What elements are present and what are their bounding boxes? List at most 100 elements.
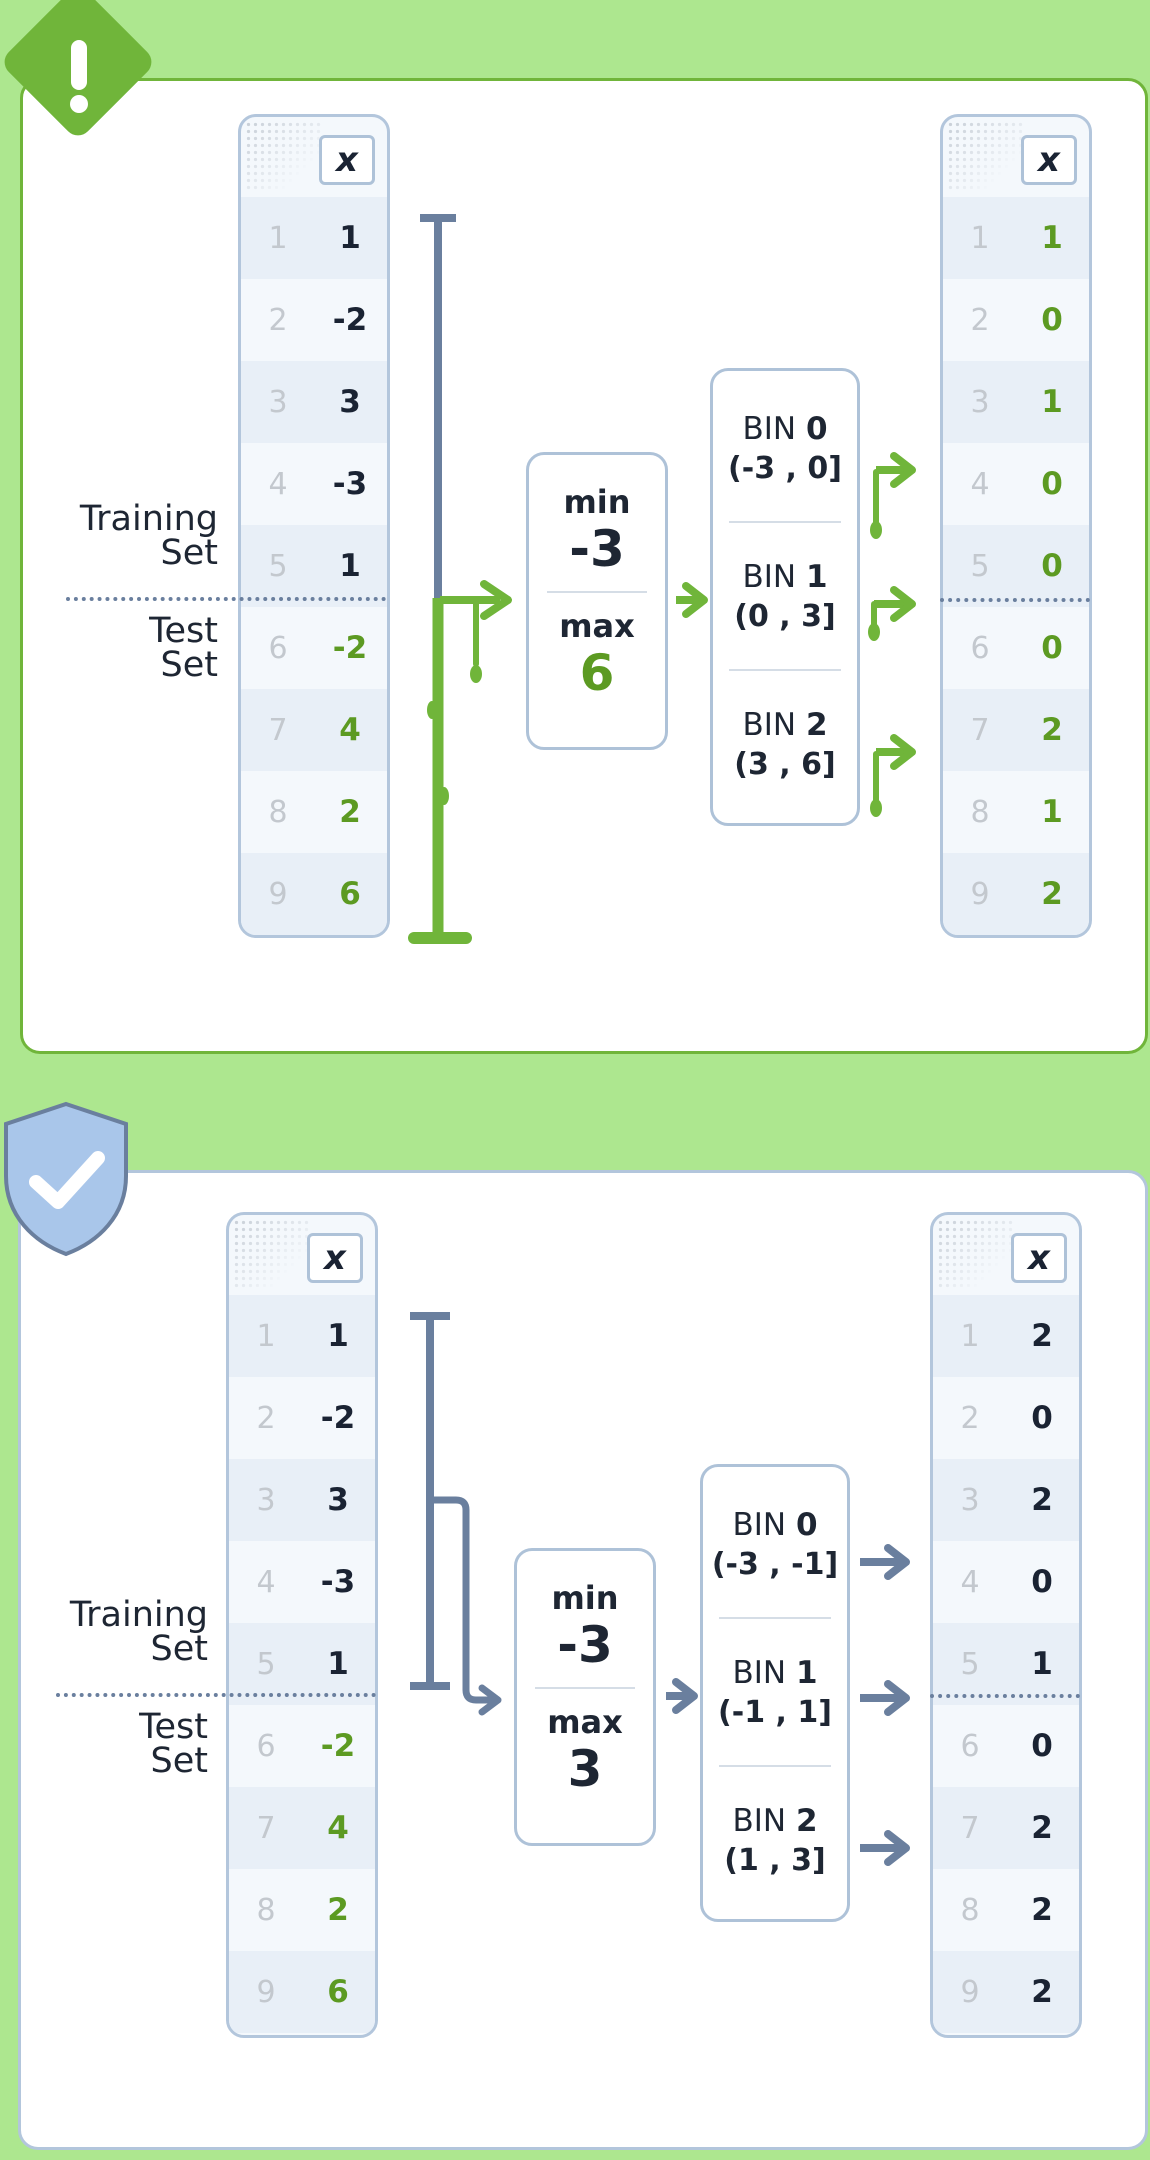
row-value: 4 xyxy=(327,1810,349,1846)
row-value: 2 xyxy=(1041,876,1063,912)
column-header: x xyxy=(1011,1233,1067,1283)
minmax-divider xyxy=(535,1687,635,1689)
test-set-label: Test Set xyxy=(149,614,218,685)
row-value: 0 xyxy=(1031,1564,1053,1600)
row-index: 4 xyxy=(256,1564,276,1600)
bottom-bins-box: BIN 0 (-3 , -1] BIN 1 (-1 , 1] BIN 2 (1 … xyxy=(700,1464,850,1922)
row-index: 6 xyxy=(268,630,288,666)
bin-word: BIN xyxy=(742,558,797,595)
output-divider xyxy=(930,1694,1080,1698)
bin-1: BIN 1 (0 , 3] xyxy=(713,523,857,669)
bottom-minmax-box: min -3 max 3 xyxy=(514,1548,656,1846)
bin-word: BIN xyxy=(742,410,797,447)
bin-index: 2 xyxy=(795,1802,818,1839)
row-value: 2 xyxy=(1031,1318,1053,1354)
row-value: 3 xyxy=(327,1482,349,1518)
bin-word: BIN xyxy=(732,1802,787,1839)
max-value: 3 xyxy=(567,1740,603,1798)
max-label: max xyxy=(547,1703,623,1741)
dot-pattern xyxy=(245,121,321,191)
bin-0: BIN 0 (-3 , 0] xyxy=(713,375,857,521)
bin-title: BIN 1 xyxy=(713,559,857,595)
row-value: 2 xyxy=(1041,712,1063,748)
row-value: 6 xyxy=(339,876,361,912)
row-index: 3 xyxy=(256,1482,276,1518)
bin-range: (3 , 6] xyxy=(734,746,836,782)
row-index: 5 xyxy=(268,548,288,584)
row-index: 2 xyxy=(970,302,990,338)
row-value: 0 xyxy=(1031,1728,1053,1764)
dot-pattern xyxy=(937,1219,1013,1289)
bin-index: 0 xyxy=(805,410,828,447)
row-value: 0 xyxy=(1041,466,1063,502)
row-index: 2 xyxy=(268,302,288,338)
table-row: 2-2 xyxy=(241,279,387,361)
row-index: 9 xyxy=(970,876,990,912)
bin-title: BIN 2 xyxy=(703,1803,847,1839)
training-set-label: Training Set xyxy=(70,1598,208,1669)
row-value: 2 xyxy=(1031,1810,1053,1846)
test-set-label: Test Set xyxy=(139,1707,208,1779)
row-value: 0 xyxy=(1041,548,1063,584)
row-value: 2 xyxy=(1031,1482,1053,1518)
row-index: 1 xyxy=(256,1318,276,1354)
row-value: 2 xyxy=(1031,1892,1053,1928)
row-value: 1 xyxy=(1041,384,1063,420)
bin-divider xyxy=(719,1617,831,1619)
row-index: 1 xyxy=(960,1318,980,1354)
bin-word: BIN xyxy=(732,1506,787,1543)
bin-index: 2 xyxy=(805,706,828,743)
row-value: 0 xyxy=(1041,302,1063,338)
min-label: min xyxy=(551,1579,619,1617)
bin-range: (-3 , 0] xyxy=(728,450,842,486)
row-index: 7 xyxy=(960,1810,980,1846)
bin-2: BIN 2 (1 , 3] xyxy=(703,1767,847,1913)
row-index: 6 xyxy=(960,1728,980,1764)
train-test-divider xyxy=(56,1693,376,1697)
row-value: -2 xyxy=(332,630,368,666)
row-index: 3 xyxy=(970,384,990,420)
dot-pattern xyxy=(947,121,1023,191)
training-word: Training xyxy=(79,499,218,539)
column-header: x xyxy=(1021,135,1077,185)
row-index: 3 xyxy=(268,384,288,420)
row-index: 6 xyxy=(256,1728,276,1764)
bin-1: BIN 1 (-1 , 1] xyxy=(703,1619,847,1765)
exclamation-diamond-icon xyxy=(4,0,152,136)
row-index: 7 xyxy=(268,712,288,748)
row-value: 2 xyxy=(1031,1974,1053,2010)
set-word: Set xyxy=(160,533,218,573)
set-word: Set xyxy=(150,1629,208,1669)
table-row: 4-3 xyxy=(241,443,387,525)
top-minmax-box: min -3 max 6 xyxy=(526,452,668,750)
row-index: 6 xyxy=(970,630,990,666)
row-index: 8 xyxy=(268,794,288,830)
bin-index: 1 xyxy=(795,1654,818,1691)
row-index: 4 xyxy=(960,1564,980,1600)
set-word: Set xyxy=(160,645,218,685)
max-value: 6 xyxy=(579,644,615,702)
row-value: 3 xyxy=(339,384,361,420)
bin-title: BIN 0 xyxy=(713,411,857,447)
row-index: 8 xyxy=(960,1892,980,1928)
row-value: 1 xyxy=(327,1318,349,1354)
test-word: Test xyxy=(139,1707,208,1747)
